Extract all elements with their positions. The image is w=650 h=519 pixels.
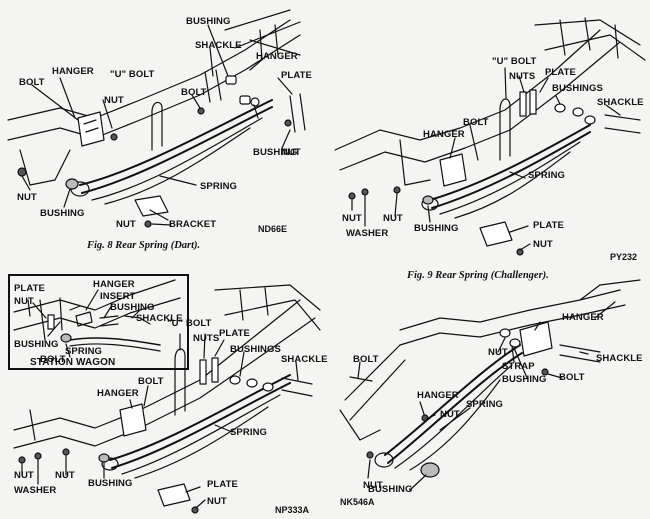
np333a-label-nut-left: NUT	[14, 470, 34, 481]
fig9-drawing	[334, 17, 646, 256]
nk546a-label-strap: STRAP	[502, 361, 535, 372]
inset-label-bushing-bottom: BUSHING	[14, 339, 59, 350]
fig8-label-u-bolt: "U" BOLT	[110, 69, 155, 80]
fig9-label-nut-mid: NUT	[383, 213, 403, 224]
np333a-label-bushing: BUSHING	[88, 478, 133, 489]
fig8-label-hanger-right: HANGER	[256, 51, 298, 62]
np333a-label-nut-bottom: NUT	[207, 496, 227, 507]
inset-label-nut: NUT	[14, 296, 34, 307]
fig8-label-nut-right: NUT	[281, 147, 301, 158]
fig8-caption: Fig. 8 Rear Spring (Dart).	[87, 240, 201, 251]
fig8-label-spring: SPRING	[200, 181, 238, 192]
np333a-label-u-bolt: "U" BOLT	[167, 318, 212, 329]
inset-label-bushing-top: BUSHING	[110, 302, 155, 313]
inset-label-bolt: BOLT	[40, 354, 66, 365]
np333a-label-nuts: NUTS	[193, 333, 220, 344]
np333a-label-washer: WASHER	[14, 485, 57, 496]
np333a-label-bolt: BOLT	[138, 376, 164, 387]
fig8-label-nut-far-left: NUT	[17, 192, 37, 203]
fig-nk546a-drawing	[339, 279, 641, 491]
np333a-label-plate-top: PLATE	[219, 328, 250, 339]
fig8-label-nut-bottom: NUT	[116, 219, 136, 230]
fig8-label-hanger-left: HANGER	[52, 66, 94, 77]
fig9-label-u-bolt: "U" BOLT	[492, 56, 537, 67]
nk546a-label-bushing-top: BUSHING	[502, 374, 547, 385]
fig9-label-hanger: HANGER	[423, 129, 465, 140]
inset-label-shackle: SHACKLE	[136, 313, 183, 324]
fig9-label-spring: SPRING	[528, 170, 566, 181]
inset-label-plate: PLATE	[14, 283, 45, 294]
fig8-label-bracket: BRACKET	[169, 219, 217, 230]
np333a-label-nut-mid: NUT	[55, 470, 75, 481]
fig8-label-shackle: SHACKLE	[195, 40, 242, 51]
fig8-label-bushing-mid: BUSHING	[253, 147, 298, 158]
nk546a-label-hanger-top: HANGER	[562, 312, 604, 323]
fig8-label-bolt-left: BOLT	[19, 77, 45, 88]
fig8-drawing	[7, 9, 306, 228]
nk546a-label-spring: SPRING	[466, 399, 504, 410]
inset-label-hanger: HANGER	[93, 279, 135, 290]
fig8-label-bushing-top: BUSHING	[186, 16, 231, 27]
fig8-label-bolt-center: BOLT	[181, 87, 207, 98]
inset-label-insert: INSERT	[100, 291, 136, 302]
nk546a-label-nut-bottom: NUT	[363, 480, 383, 491]
fig9-label-nut-bottom: NUT	[533, 239, 553, 250]
fig8-code: ND66E	[258, 224, 288, 234]
nk546a-label-bolt-left: BOLT	[353, 354, 379, 365]
fig9-code: PY232	[610, 252, 638, 262]
fig9-label-washer: WASHER	[346, 228, 389, 239]
inset-drawing	[13, 279, 181, 358]
fig9-label-shackle: SHACKLE	[597, 97, 644, 108]
np333a-label-hanger: HANGER	[97, 388, 139, 399]
fig8-label-plate: PLATE	[281, 70, 312, 81]
inset-title: STATION WAGON	[30, 357, 116, 368]
fig9-label-plate-top: PLATE	[545, 67, 576, 78]
fig9-label-bolt: BOLT	[463, 117, 489, 128]
nk546a-label-shackle: SHACKLE	[596, 353, 643, 364]
fig-np333a-drawing	[13, 284, 321, 514]
nk546a-code: NK546A	[340, 497, 375, 507]
fig8-label-nut-center: NUT	[104, 95, 124, 106]
fig8-label-bushing-bottom: BUSHING	[40, 208, 85, 219]
inset-label-spring: SPRING	[65, 346, 103, 357]
fig9-label-nuts: NUTS	[509, 71, 536, 82]
nk546a-label-nut-mid: NUT	[440, 409, 460, 420]
fig9-caption: Fig. 9 Rear Spring (Challenger).	[407, 270, 549, 281]
nk546a-label-bolt-right: BOLT	[559, 372, 585, 383]
fig9-label-bushings: BUSHINGS	[552, 83, 603, 94]
np333a-code: NP333A	[275, 505, 310, 515]
nk546a-label-bushing-bottom: BUSHING	[368, 484, 413, 495]
station-wagon-inset-frame	[8, 274, 189, 370]
np333a-label-spring: SPRING	[230, 427, 268, 438]
fig9-label-nut-left: NUT	[342, 213, 362, 224]
fig9-label-plate-bottom: PLATE	[533, 220, 564, 231]
np333a-label-shackle: SHACKLE	[281, 354, 328, 365]
nk546a-label-nut-top: NUT	[488, 347, 508, 358]
fig9-label-bushing: BUSHING	[414, 223, 459, 234]
nk546a-label-hanger-mid: HANGER	[417, 390, 459, 401]
np333a-label-plate-bottom: PLATE	[207, 479, 238, 490]
np333a-label-bushings: BUSHINGS	[230, 344, 281, 355]
